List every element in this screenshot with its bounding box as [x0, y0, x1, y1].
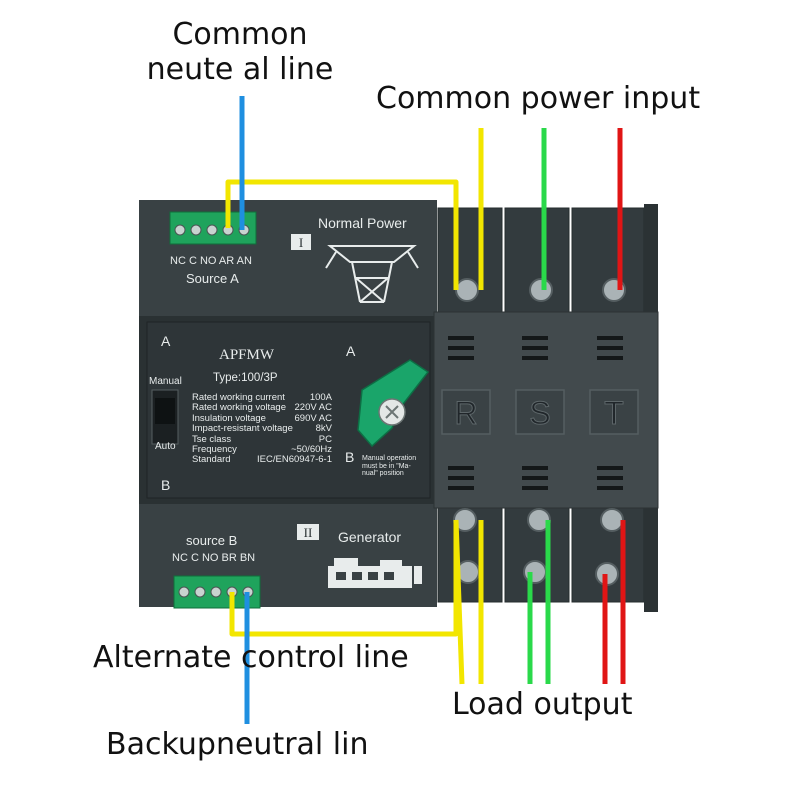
label-common-power-input: Common power input	[376, 81, 701, 116]
spec-row: Impact-resistant voltage 8kV	[192, 423, 332, 435]
spec-row: Standard IEC/EN60947-6-1	[192, 454, 332, 466]
mode-slider-knob[interactable]	[155, 398, 175, 424]
phase-r-plate	[441, 389, 491, 435]
terminal-screws-a	[174, 224, 250, 236]
device-type: Type:100/3P	[213, 372, 278, 384]
source-b-title: Generator	[338, 529, 402, 545]
control-wire-upper-a	[225, 179, 459, 290]
manual-note-line: nual" position	[362, 470, 404, 477]
spec-name: Impact-resistant voltage	[192, 423, 293, 435]
operating-handle[interactable]	[357, 359, 430, 448]
spec-name: Frequency	[192, 444, 237, 456]
source-a-terminals: NC C NO AR AN	[170, 255, 252, 267]
generator-icon	[328, 558, 422, 588]
upper-phase-block-t	[571, 207, 645, 321]
panel-side-b: B	[161, 477, 171, 493]
spec-row: Rated working voltage 220V AC	[192, 402, 333, 414]
manual-note: Manual operation must be in "Ma- nual" p…	[362, 455, 416, 478]
source-a-title: Normal Power	[318, 215, 407, 231]
panel-side-a: A	[161, 333, 171, 349]
brand-name: APFMW	[219, 347, 275, 363]
spec-value: 220V AC	[294, 402, 333, 414]
label-common-neutral-line1: Common	[172, 17, 308, 52]
phase-r-letter: R	[454, 395, 477, 431]
spec-value: ~50/60Hz	[291, 444, 332, 456]
phase-t-plate	[589, 389, 639, 435]
mode-manual-label: Manual	[149, 376, 182, 387]
mode-auto-label: Auto	[155, 441, 176, 452]
spec-value: 8kV	[315, 423, 332, 435]
spec-name: Rated working current	[192, 392, 285, 403]
manual-note-line: must be in "Ma-	[362, 462, 411, 470]
numeral-b: II	[304, 525, 313, 540]
switch-side-b: B	[345, 449, 355, 465]
spec-row: Insulation voltage 690V AC	[192, 412, 333, 424]
spec-name: Insulation voltage	[192, 412, 266, 424]
spec-value: 690V AC	[294, 412, 333, 424]
upper-housing-edge	[644, 204, 658, 314]
phase-s-letter: S	[529, 395, 550, 431]
switch-side-a: A	[346, 343, 356, 359]
label-backup-neutral: Backupneutral lin	[106, 727, 369, 762]
label-common-neutral-line2: neute al line	[146, 51, 334, 87]
numeral-a: I	[299, 235, 303, 250]
phase-s-plate	[515, 389, 565, 435]
spec-name: Rated working voltage	[192, 402, 286, 414]
spec-row: Rated working current 100A	[192, 392, 332, 403]
wires	[225, 96, 626, 724]
lower-housing-edge	[644, 506, 658, 612]
spec-value: PC	[318, 433, 332, 445]
vent-slots	[448, 336, 623, 490]
spec-value: 100A	[309, 392, 332, 403]
label-common-neutral: Common neute al line	[140, 17, 340, 87]
upper-phase-block-r	[437, 207, 503, 321]
control-wire-lower-a	[229, 519, 465, 685]
manual-note-line: Manual operation	[362, 455, 417, 462]
upper-phase-block-s	[504, 207, 570, 321]
spec-name: Standard	[192, 454, 231, 466]
source-b-terminals: NC C NO BR BN	[172, 552, 256, 564]
numeral-box-a	[291, 234, 311, 250]
source-a-name: Source A	[186, 271, 239, 286]
spec-row: Frequency ~50/60Hz	[192, 444, 332, 456]
phase-t-letter: T	[604, 395, 624, 431]
label-alternate-control-line: Alternate control line	[93, 640, 409, 675]
spec-row: Tse class PC	[192, 433, 332, 445]
source-b-name: source B	[186, 533, 238, 548]
numeral-box-b	[297, 524, 319, 540]
spec-value: IEC/EN60947-6-1	[257, 454, 332, 466]
spec-name: Tse class	[192, 433, 232, 445]
pylon-icon	[325, 245, 419, 303]
label-load-output: Load output	[452, 687, 633, 722]
